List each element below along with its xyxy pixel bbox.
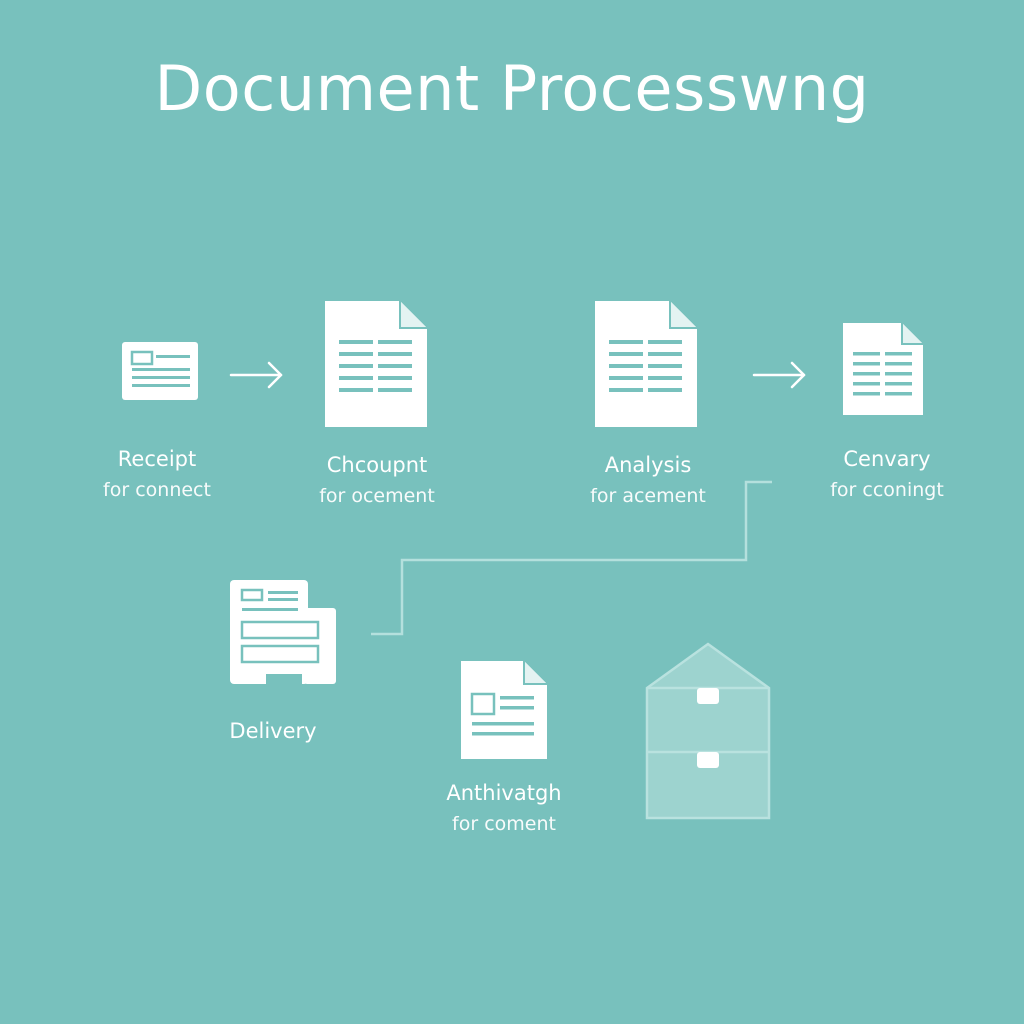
document-with-image-icon: [458, 658, 550, 762]
step-subtitle: for ocement: [319, 485, 435, 507]
step-label-chcoupnt: Chcoupnt for ocement: [267, 450, 487, 512]
step-subtitle: for acement: [590, 485, 706, 507]
step-name: Analysis: [604, 453, 692, 477]
step-subtitle: for coment: [452, 813, 556, 835]
step-name: Delivery: [229, 719, 317, 743]
archive-cabinet-icon: [645, 642, 771, 820]
printer-icon: [226, 578, 338, 688]
document-icon: [322, 298, 430, 430]
arrow-receipt-to-chcoupnt: [229, 361, 283, 389]
arrow-analysis-to-cenvary: [752, 361, 806, 389]
receipt-card-icon: [118, 338, 202, 404]
step-label-analysis: Analysis for acement: [538, 450, 758, 512]
diagram-title: Document Processwng: [154, 52, 870, 125]
step-subtitle: for connect: [103, 479, 211, 501]
step-subtitle: for cconingt: [830, 479, 944, 501]
step-name: Anthivatgh: [446, 781, 562, 805]
step-label-cenvary: Cenvary for cconingt: [777, 444, 997, 506]
step-label-delivery: Delivery: [163, 716, 383, 746]
step-name: Chcoupnt: [326, 453, 428, 477]
step-label-receipt: Receipt for connect: [47, 444, 267, 506]
document-icon: [592, 298, 700, 430]
step-name: Receipt: [117, 447, 197, 471]
step-label-anthivatgh: Anthivatgh for coment: [394, 778, 614, 840]
step-name: Cenvary: [843, 447, 931, 471]
document-icon: [840, 320, 926, 418]
